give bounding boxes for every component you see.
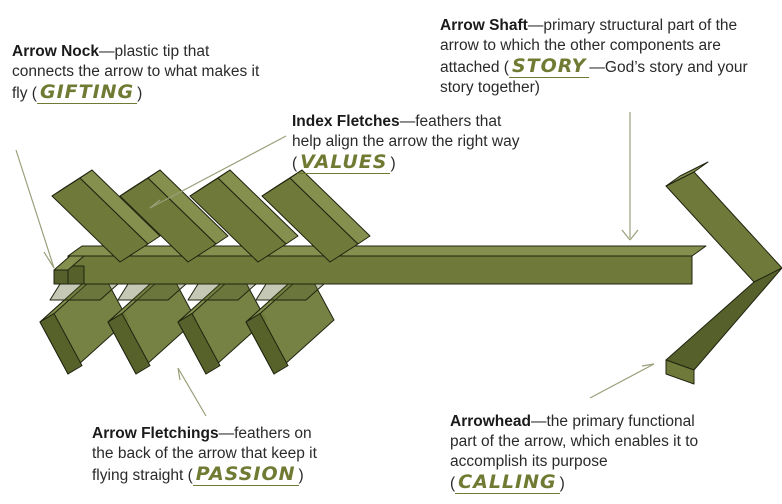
shaft-tail [67,265,85,285]
arrowhead-bottom-edge [665,359,695,385]
arrow-shaft-answer: STORY [508,55,590,78]
nock-face [53,269,69,285]
index-fletches-close: ) [390,155,396,172]
index-fletch-4-end [261,169,303,197]
arrow-nock-callout: Arrow Nock—plastic tip that connects the… [12,42,262,104]
index-pointer-line [149,135,287,209]
index-pointer-tick [149,199,161,209]
arrowhead-close: ) [559,475,565,492]
arrowhead-answer: CALLING [455,471,560,494]
index-fletches-desc: —feathers that help align the arrow the … [292,113,520,172]
arrowhead-term: Arrowhead [450,413,531,430]
index-fletches-term: Index Fletches [292,113,400,130]
arrow-nock-desc: —plastic tip that connects the arrow to … [12,43,260,102]
head-pointer-tick [641,363,655,367]
index-fletch-1-end [51,169,93,197]
arrow-fletchings-callout: Arrow Fletchings—feathers on the back of… [92,424,328,486]
arrow-fletchings-close: ) [298,467,304,484]
shaft-pointer-tick-a [621,229,631,241]
arrow-shaft [67,245,707,285]
lower-fletching-1-end [39,313,83,375]
arrowhead-desc: —the primary functional part of the arro… [450,413,699,492]
arrow-fletchings-answer: PASSION [192,463,299,486]
index-fletches-callout: Index Fletches—feathers that help align … [292,112,528,174]
arrowhead-top-edge [665,161,709,187]
shaft-top [67,245,707,257]
arrowhead-callout: Arrowhead—the primary functional part of… [450,412,712,494]
arrow-fletchings-term: Arrow Fletchings [92,425,219,442]
head-pointer-line [589,363,655,399]
lower-fletching-2-end [107,313,151,375]
arrow-nock-term: Arrow Nock [12,43,99,60]
index-fletches [51,169,371,263]
arrow-shaft-desc: —primary structural part of the arrow to… [440,17,738,76]
arrow-fletchings-desc: —feathers on the back of the arrow that … [92,425,317,484]
arrow-shaft-close: —God’s story and your story together) [440,59,748,96]
arrow-fletchings [39,259,335,375]
index-fletch-3-end [189,169,231,197]
arrow-nock-close: ) [137,85,143,102]
lower-fletching-4-end [245,313,289,375]
fletchings-pointer-line [177,367,207,417]
shaft-face [67,255,693,285]
arrow-shaft-term: Arrow Shaft [440,17,528,34]
index-fletches-answer: VALUES [297,151,391,174]
shaft-pointer-tick-b [629,229,639,241]
fletchings-pointer-tick [177,367,181,381]
nock-pointer-tick [43,251,55,269]
index-fletch-2-end [119,169,161,197]
callout-pointers [15,112,655,417]
arrow-shaft-callout: Arrow Shaft—primary structural part of t… [440,16,776,98]
arrowhead [665,161,782,385]
arrow-nock-answer: GIFTING [36,81,138,104]
nock-pointer-line [15,149,55,269]
arrow-nock [53,255,85,285]
lower-fletching-3-end [177,313,221,375]
